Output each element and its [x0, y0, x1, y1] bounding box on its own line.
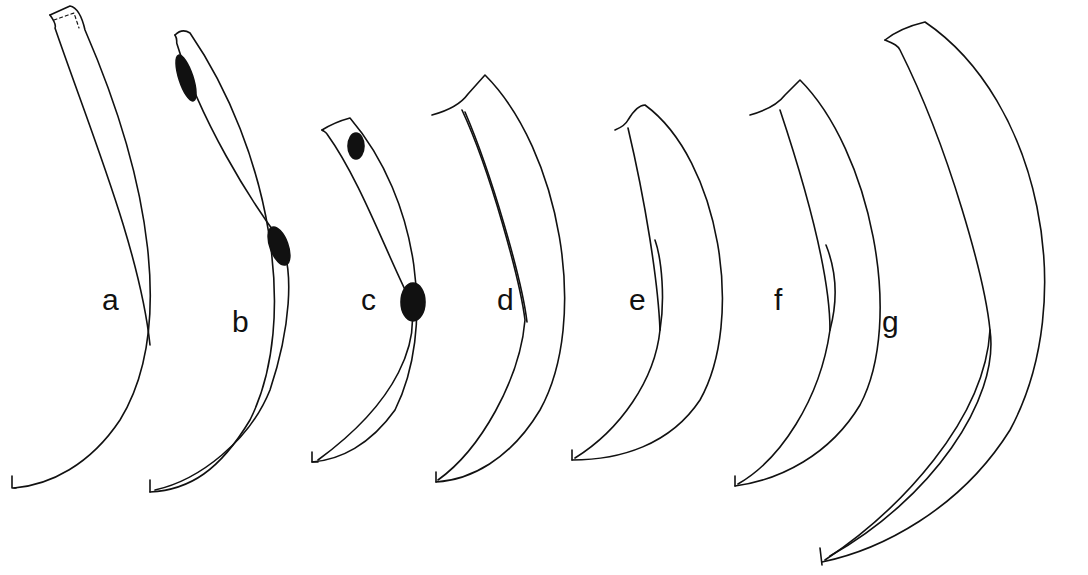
panel-letter: e	[629, 285, 646, 315]
claw-f	[735, 80, 880, 486]
claw-c	[312, 118, 425, 462]
claw-e	[572, 105, 722, 460]
panel-letter: b	[232, 307, 249, 337]
panel-letter: c	[361, 285, 376, 315]
claw-a	[12, 6, 150, 488]
claw-d	[432, 75, 565, 482]
panel-letter: a	[102, 285, 119, 315]
panel-letter: f	[774, 285, 782, 315]
panel-letter: d	[497, 285, 514, 315]
claw-b	[150, 31, 294, 492]
panel-letter: g	[882, 307, 899, 337]
claw-g	[820, 22, 1045, 565]
